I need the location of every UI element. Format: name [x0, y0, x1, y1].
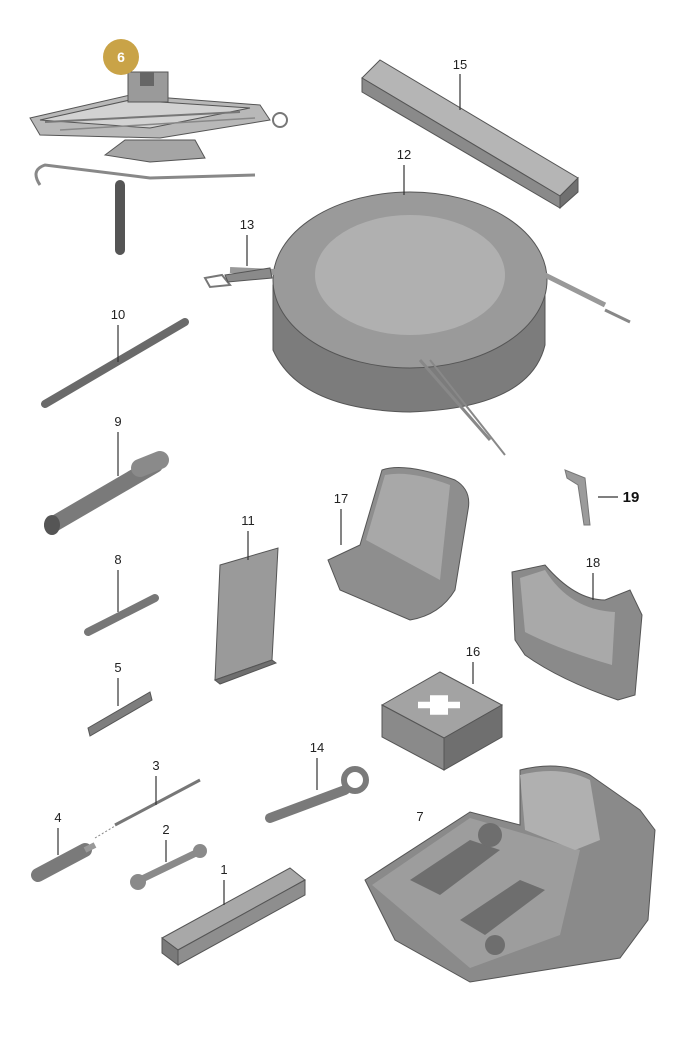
part-16-first-aid-box: [380, 671, 504, 771]
part-18-cradle: [511, 564, 643, 701]
part-2-spanner: [130, 844, 207, 890]
callout-19: 19: [623, 489, 640, 506]
callout-18: 18: [586, 555, 600, 570]
part-13-strap: [203, 267, 273, 289]
part-8-pin: [84, 594, 159, 636]
part-6-scissor-jack: [29, 71, 288, 255]
first-aid-cross-icon: [418, 695, 460, 715]
part-17-holder: [327, 467, 470, 621]
part-4-handle: [31, 842, 97, 882]
part-3-blade: [94, 778, 201, 839]
callout-6: 6: [117, 49, 125, 65]
callout-12: 12: [397, 147, 411, 162]
part-15-bar: [361, 59, 579, 210]
callout-5: 5: [114, 660, 121, 675]
callout-1: 1: [220, 862, 227, 877]
badge-6[interactable]: 6: [103, 39, 139, 75]
callout-17: 17: [334, 491, 348, 506]
part-5-bit: [87, 691, 153, 737]
callout-4: 4: [54, 810, 61, 825]
callout-8: 8: [114, 552, 121, 567]
callout-11: 11: [241, 513, 255, 528]
callout-2: 2: [162, 822, 169, 837]
part-14-tow-eye: [265, 766, 369, 823]
part-10-rod: [41, 318, 189, 408]
callout-7: 7: [416, 809, 423, 824]
callout-10: 10: [111, 307, 125, 322]
part-7-tool-tray: [364, 765, 656, 983]
part-9-socket-tube: [44, 451, 169, 535]
part-11-pad: [213, 547, 279, 685]
part-1-box: [161, 867, 306, 966]
callout-15: 15: [453, 57, 467, 72]
callout-9: 9: [114, 414, 121, 429]
callout-16: 16: [466, 644, 480, 659]
part-12-wheel-cover: [229, 191, 631, 456]
callout-14: 14: [310, 740, 324, 755]
callout-13: 13: [240, 217, 254, 232]
callout-3: 3: [152, 758, 159, 773]
part-19-clip: [564, 469, 591, 526]
